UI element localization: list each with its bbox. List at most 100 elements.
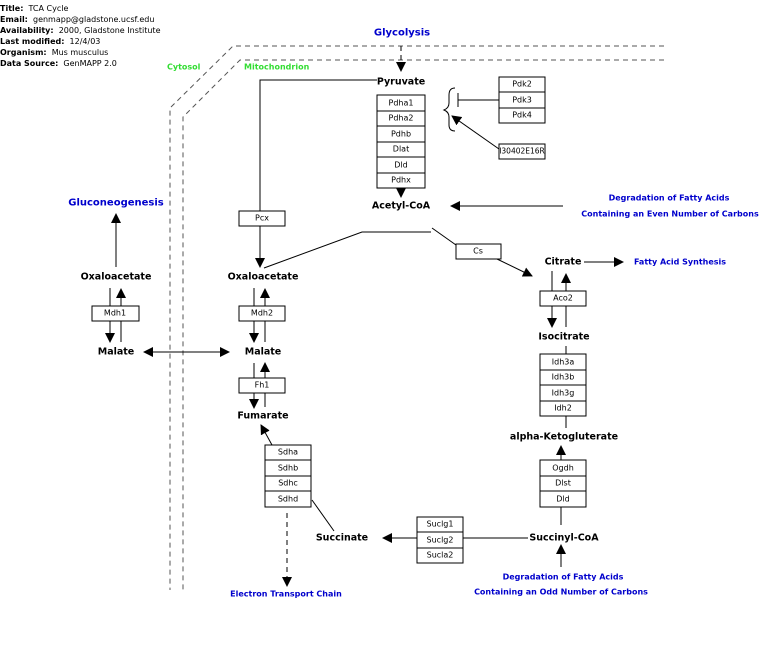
pdk-brace <box>442 87 456 132</box>
pathway-metadata: Title: TCA Cycle Email: genmapp@gladston… <box>0 3 161 70</box>
fatty-acid-even-label-line2[interactable]: Containing an Even Number of Carbons <box>581 210 759 219</box>
gene-sdha[interactable]: Sdha <box>264 444 312 461</box>
meta-data-source-row: Data Source: GenMAPP 2.0 <box>0 59 117 69</box>
svg-text:Mdh1: Mdh1 <box>104 309 126 318</box>
cytosol-boundary <box>169 45 664 590</box>
glycolysis-label[interactable]: Glycolysis <box>374 28 430 39</box>
svg-text:Pdha1: Pdha1 <box>389 99 414 108</box>
svg-text:Pdhb: Pdhb <box>391 130 411 139</box>
gene-mdh2[interactable]: Mdh2 <box>238 305 286 322</box>
mitochondrion-boundary <box>182 59 664 590</box>
gene-cs[interactable]: Cs <box>455 243 502 260</box>
fatty-acid-even-label-line1[interactable]: Degradation of Fatty Acids <box>609 194 730 203</box>
gene-suclg1[interactable]: Suclg1 <box>416 516 464 533</box>
fatty-acid-odd-label-line1[interactable]: Degradation of Fatty Acids <box>503 573 624 582</box>
meta-availability-row: Availability: 2000, Gladstone Institute <box>0 26 161 36</box>
svg-text:Pdha2: Pdha2 <box>389 114 414 123</box>
acetyl-coa-to-citrate-line <box>431 227 457 246</box>
svg-text:Ogdh: Ogdh <box>552 464 574 473</box>
fatty-acid-synthesis-label[interactable]: Fatty Acid Synthesis <box>634 258 726 267</box>
svg-text:Idh3a: Idh3a <box>552 358 575 367</box>
gene-pdk2[interactable]: Pdk2 <box>498 76 546 93</box>
gene-suclg2[interactable]: Suclg2 <box>416 531 464 549</box>
svg-text:Sdhc: Sdhc <box>278 479 298 488</box>
gluconeogenesis-label[interactable]: Gluconeogenesis <box>68 198 164 209</box>
svg-text:Idh3b: Idh3b <box>552 373 575 382</box>
gene-ogdh[interactable]: Ogdh <box>539 459 587 477</box>
svg-text:Mdh2: Mdh2 <box>251 309 273 318</box>
svg-text:Aco2: Aco2 <box>553 294 573 303</box>
svg-text:Sdhb: Sdhb <box>278 464 298 473</box>
electron-transport-chain-label[interactable]: Electron Transport Chain <box>230 590 342 599</box>
metabolite-oxaloacetate-cytosol[interactable]: Oxaloacetate <box>81 272 152 283</box>
gene-mdh1[interactable]: Mdh1 <box>91 305 140 322</box>
gene-aco2[interactable]: Aco2 <box>539 290 587 307</box>
metabolite-oxaloacetate-mitochondrion[interactable]: Oxaloacetate <box>228 272 299 283</box>
svg-text:Dld: Dld <box>394 161 407 170</box>
gene-idh3g[interactable]: Idh3g <box>539 384 587 402</box>
gene-dlst[interactable]: Dlst <box>539 475 587 492</box>
svg-text:Pdhx: Pdhx <box>391 176 411 185</box>
gene-fh1[interactable]: Fh1 <box>238 377 286 394</box>
gene-idh3b[interactable]: Idh3b <box>539 369 587 386</box>
svg-text:Fh1: Fh1 <box>255 381 270 390</box>
meta-organism-row: Organism: Mus musculus <box>0 48 109 58</box>
gene-idh2[interactable]: Idh2 <box>539 400 587 417</box>
cytosol-label: Cytosol <box>167 63 201 72</box>
gene-pdk3[interactable]: Pdk3 <box>498 91 546 109</box>
svg-text:Dlst: Dlst <box>555 479 571 488</box>
gene-i30402e16r[interactable]: I30402E16R <box>498 143 546 160</box>
gene-sucla2[interactable]: Sucla2 <box>416 547 464 564</box>
svg-text:Pcx: Pcx <box>255 214 269 223</box>
gene-pdhx[interactable]: Pdhx <box>376 172 426 189</box>
svg-text:Pdk4: Pdk4 <box>512 111 532 120</box>
mitochondrion-label: Mitochondrion <box>244 63 310 72</box>
riken-to-brace-arrow <box>451 115 500 150</box>
sdh-to-succinate-line <box>311 499 335 532</box>
meta-title: TCA Cycle <box>28 4 69 13</box>
meta-title-row: Title: TCA Cycle <box>0 4 69 13</box>
svg-text:Idh2: Idh2 <box>554 404 572 413</box>
svg-text:Pdk3: Pdk3 <box>512 96 532 105</box>
gene-idh3a[interactable]: Idh3a <box>539 353 587 371</box>
meta-email-row: Email: genmapp@gladstone.ucsf.edu <box>0 15 155 25</box>
svg-text:Cs: Cs <box>473 247 483 256</box>
metabolite-isocitrate[interactable]: Isocitrate <box>538 332 589 343</box>
gene-pdk4[interactable]: Pdk4 <box>498 107 546 124</box>
gene-dld-ogdh[interactable]: Dld <box>539 490 587 508</box>
gene-sdhd[interactable]: Sdhd <box>264 490 312 508</box>
pyruvate-to-pcx-line <box>259 79 377 211</box>
gene-pcx[interactable]: Pcx <box>238 210 286 227</box>
svg-text:Dld: Dld <box>556 495 569 504</box>
metabolite-pyruvate[interactable]: Pyruvate <box>377 77 425 88</box>
metabolite-acetyl-coa[interactable]: Acetyl-CoA <box>372 201 431 212</box>
svg-text:Sucla2: Sucla2 <box>427 551 454 560</box>
gene-dld-pdh[interactable]: Dld <box>376 156 426 174</box>
meta-organism: Mus musculus <box>51 48 109 58</box>
svg-text:Suclg1: Suclg1 <box>427 520 454 529</box>
gene-pdha1[interactable]: Pdha1 <box>376 94 426 112</box>
gene-pdha2[interactable]: Pdha2 <box>376 110 426 127</box>
cs-to-citrate-arrow <box>496 258 533 277</box>
gene-sdhb[interactable]: Sdhb <box>264 459 312 477</box>
fatty-acid-odd-label-line2[interactable]: Containing an Odd Number of Carbons <box>474 588 648 597</box>
metabolite-alpha-ketoglutarate[interactable]: alpha-Ketogluterate <box>510 432 618 443</box>
metabolite-malate-mitochondrion[interactable]: Malate <box>245 347 282 358</box>
oxaloacetate-to-citrate-line <box>263 231 431 269</box>
metabolite-succinate[interactable]: Succinate <box>316 533 368 544</box>
gene-pdhb[interactable]: Pdhb <box>376 125 426 143</box>
svg-text:Suclg2: Suclg2 <box>427 536 454 545</box>
gene-sdhc[interactable]: Sdhc <box>264 475 312 492</box>
svg-text:Pdk2: Pdk2 <box>512 80 532 89</box>
svg-text:Dlat: Dlat <box>393 145 409 154</box>
metabolite-fumarate[interactable]: Fumarate <box>237 411 288 422</box>
metabolite-succinyl-coa[interactable]: Succinyl-CoA <box>529 533 599 544</box>
svg-text:I30402E16R: I30402E16R <box>499 147 545 156</box>
metabolite-malate-cytosol[interactable]: Malate <box>98 347 135 358</box>
svg-text:Idh3g: Idh3g <box>552 389 575 398</box>
svg-text:Sdhd: Sdhd <box>278 495 298 504</box>
sdh-to-fumarate-arrow <box>260 424 273 446</box>
metabolite-citrate[interactable]: Citrate <box>545 257 582 268</box>
gene-dlat[interactable]: Dlat <box>376 141 426 158</box>
